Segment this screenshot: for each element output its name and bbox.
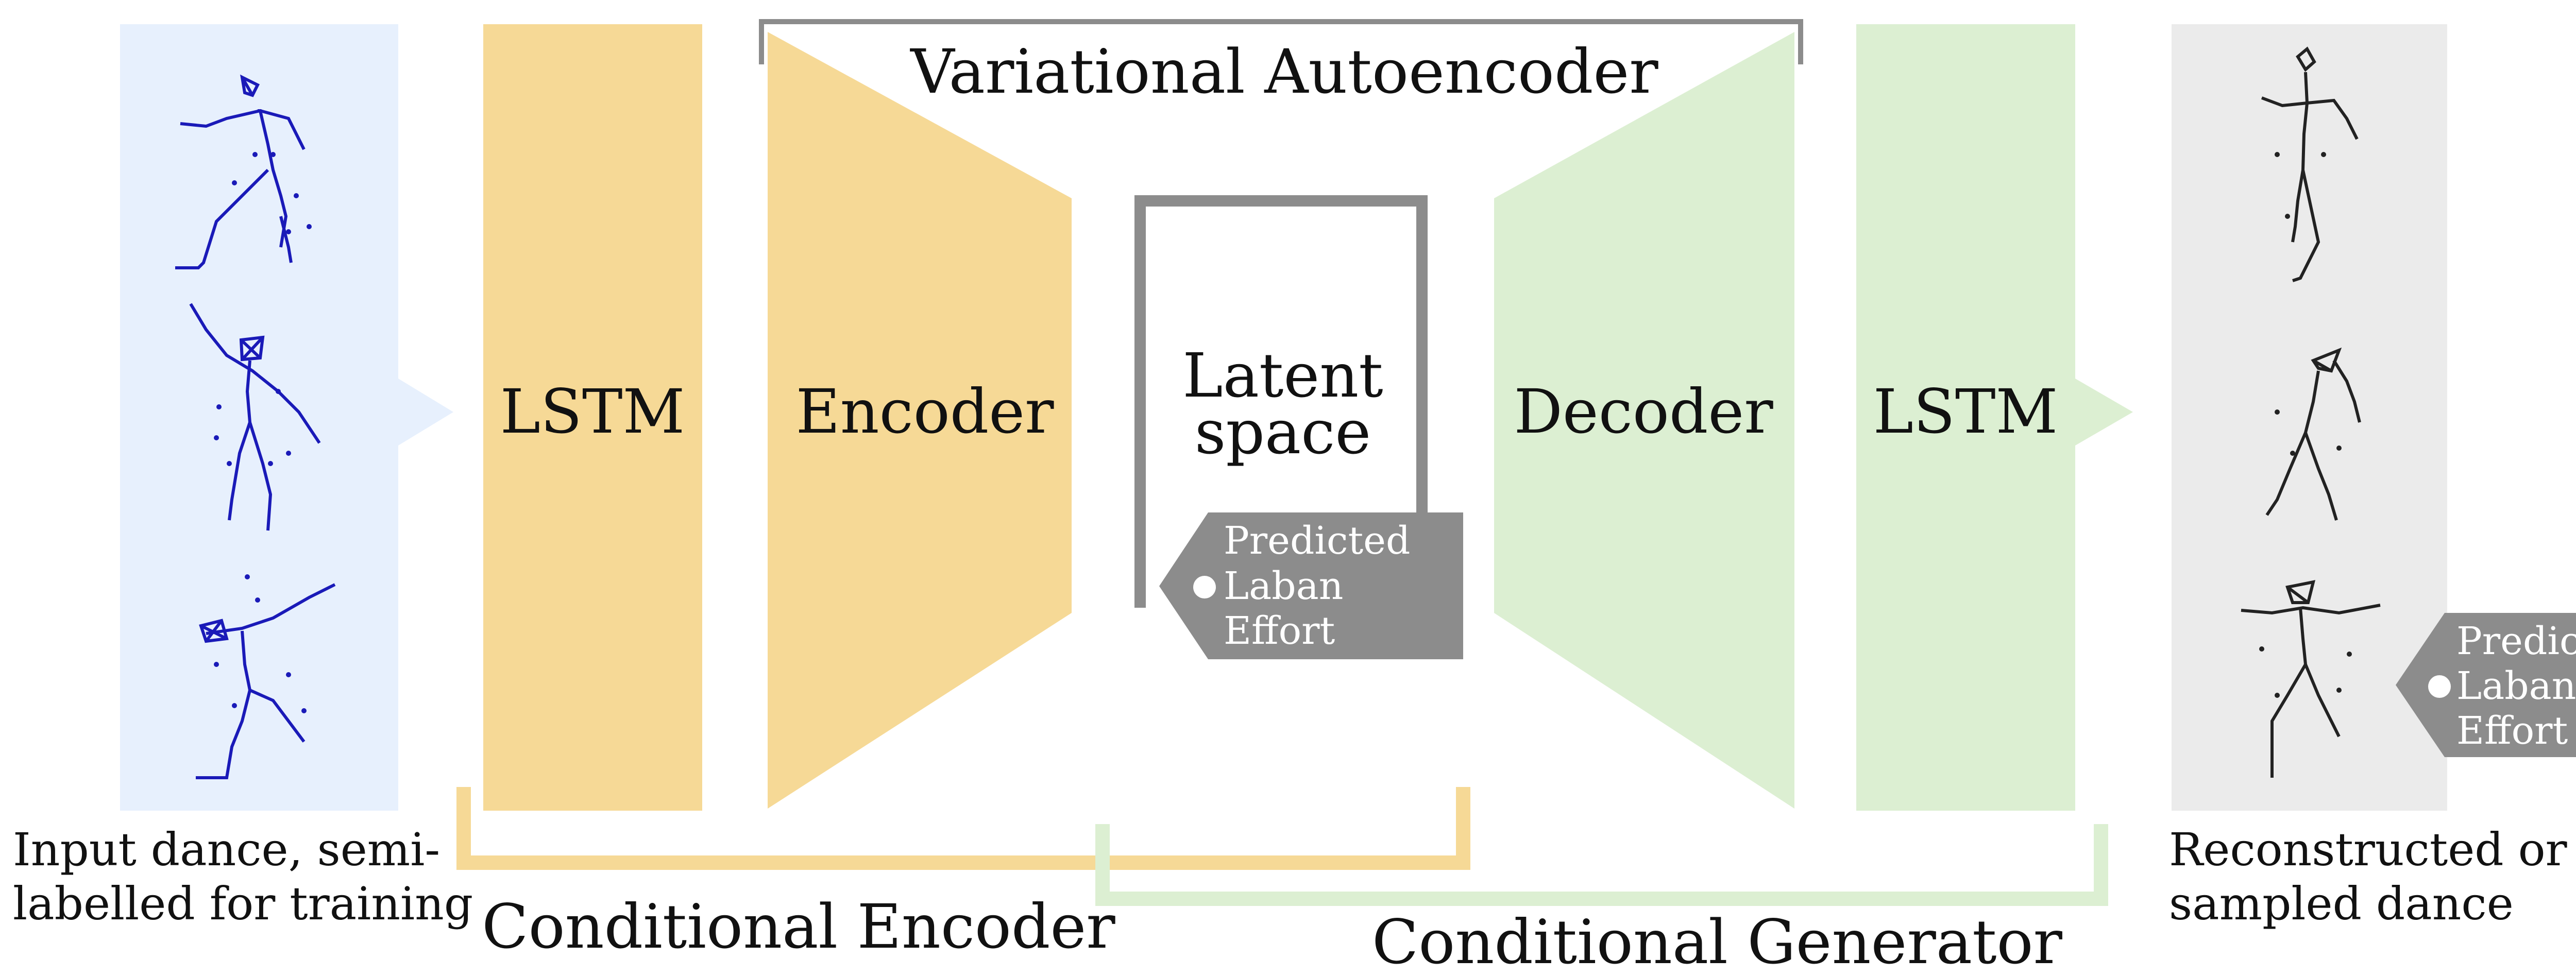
output-caption-line1: Reconstructed or [2169,823,2568,876]
laban-tag-1-line2: Laban [1224,564,1343,608]
input-caption-line2: labelled for training [13,877,473,930]
conditional-generator-bracket [1095,824,2108,906]
latent-space-box [1134,195,1428,608]
decoder-label: Decoder [1514,376,1773,447]
laban-effort-tag-1 [1159,512,1463,659]
laban-tag-2-line1: Predicted [2456,619,2576,663]
output-figure-2 [2265,347,2361,521]
decoder-lstm-label: LSTM [1873,376,2058,447]
vae-bracket [759,19,1803,64]
latent-space-label-line1: Latent [1182,340,1383,411]
output-caption-line2: sampled dance [2169,877,2514,930]
encoder-block [768,32,1072,809]
tag-hole-icon [1193,576,1216,598]
input-figure-dots [214,152,312,713]
input-arrow [398,379,453,446]
vae-label: Variational Autoencoder [909,36,1658,107]
encoder-lstm-label: LSTM [500,376,685,447]
decoder-lstm-block [1856,24,2075,811]
laban-tag-2-line2: Laban [2456,664,2576,708]
conditional-encoder-label: Conditional Encoder [482,891,1115,962]
laban-tag-1-line3: Effort [1224,609,1335,653]
laban-tag-2-line3: Effort [2456,709,2568,753]
tag-hole-icon [2428,675,2451,698]
decoder-block [1494,32,1794,809]
laban-tag-1-line1: Predicted [1224,519,1410,563]
output-figure-3 [2241,580,2381,778]
input-caption-line1: Input dance, semi- [13,823,440,876]
latent-space-label-line2: space [1195,397,1371,468]
laban-effort-tag-2 [2396,613,2576,757]
input-figure-3 [196,583,336,779]
output-figure-1 [2261,46,2359,282]
output-figure-dots [2259,152,2352,698]
input-figure-1 [175,74,306,269]
conditional-generator-label: Conditional Generator [1372,906,2063,976]
conditional-encoder-bracket [456,787,1470,870]
input-figure-2 [189,303,321,531]
encoder-lstm-block [483,24,702,811]
output-arrow [2075,379,2133,446]
encoder-label: Encoder [795,376,1054,447]
input-dance-panel [120,24,398,811]
